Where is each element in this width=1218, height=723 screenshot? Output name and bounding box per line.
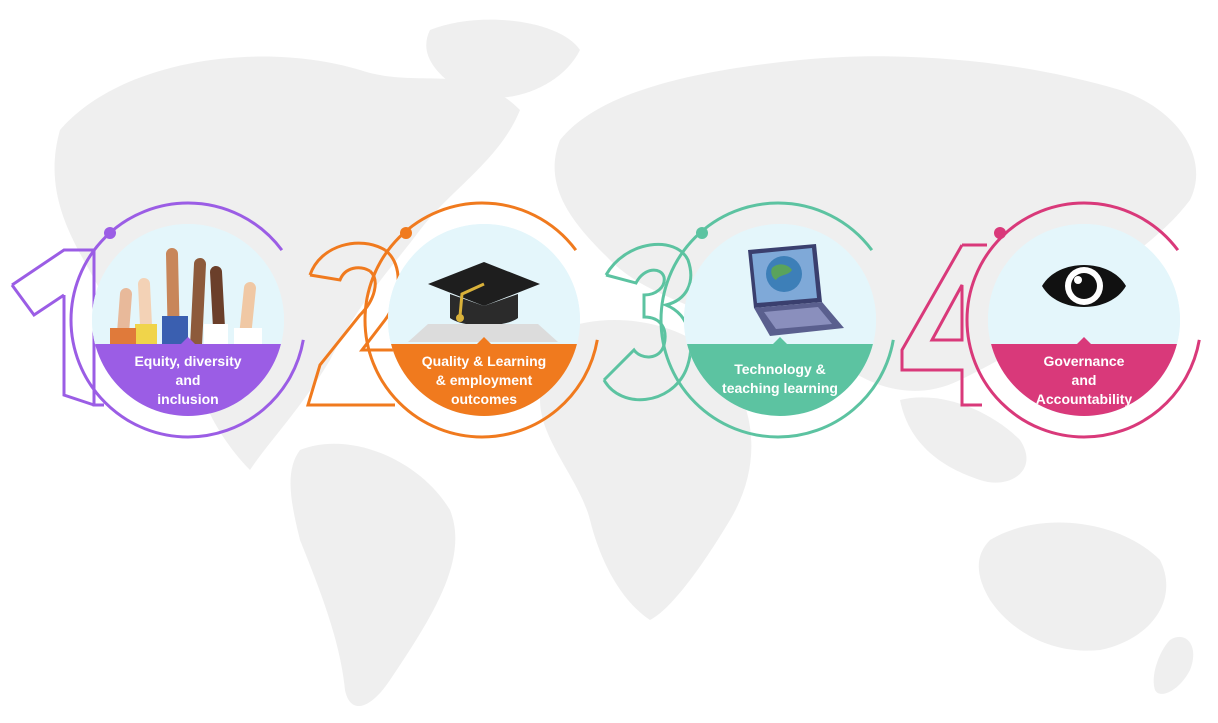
pillar-1: Equity, diversity and inclusion xyxy=(4,201,307,445)
pillar-2: Quality & Learning & employment outcomes xyxy=(300,201,601,445)
australia-shape xyxy=(978,522,1167,651)
eye-icon xyxy=(988,224,1180,346)
pillar-4: Governance and Accountability xyxy=(892,201,1203,445)
greenland-shape xyxy=(426,19,580,98)
pillar-1-label: Equity, diversity and inclusion xyxy=(134,353,242,407)
pillar-4-label: Governance and Accountability xyxy=(1035,353,1133,407)
pillar-1-disc: Equity, diversity and inclusion xyxy=(92,224,284,416)
number-4-outline xyxy=(900,201,1203,439)
north-america-shape xyxy=(54,56,521,470)
pillar-2-label: Quality & Learning & employment outcomes xyxy=(421,353,547,407)
southeast-asia-shape xyxy=(900,397,1027,483)
pillar-3-disc: Technology & teaching learning xyxy=(684,224,876,416)
graduation-cap-icon xyxy=(388,224,580,346)
pillar-3-label: Technology & teaching learning xyxy=(722,361,838,396)
new-zealand-shape xyxy=(1153,636,1194,694)
pillar-3: Technology & teaching learning xyxy=(596,201,897,445)
pillar-4-disc: Governance and Accountability xyxy=(988,224,1180,416)
raised-hands-icon xyxy=(92,224,284,346)
pillar-2-disc: Quality & Learning & employment outcomes xyxy=(388,224,580,416)
south-america-shape xyxy=(290,443,456,707)
laptop-globe-icon xyxy=(684,224,876,346)
